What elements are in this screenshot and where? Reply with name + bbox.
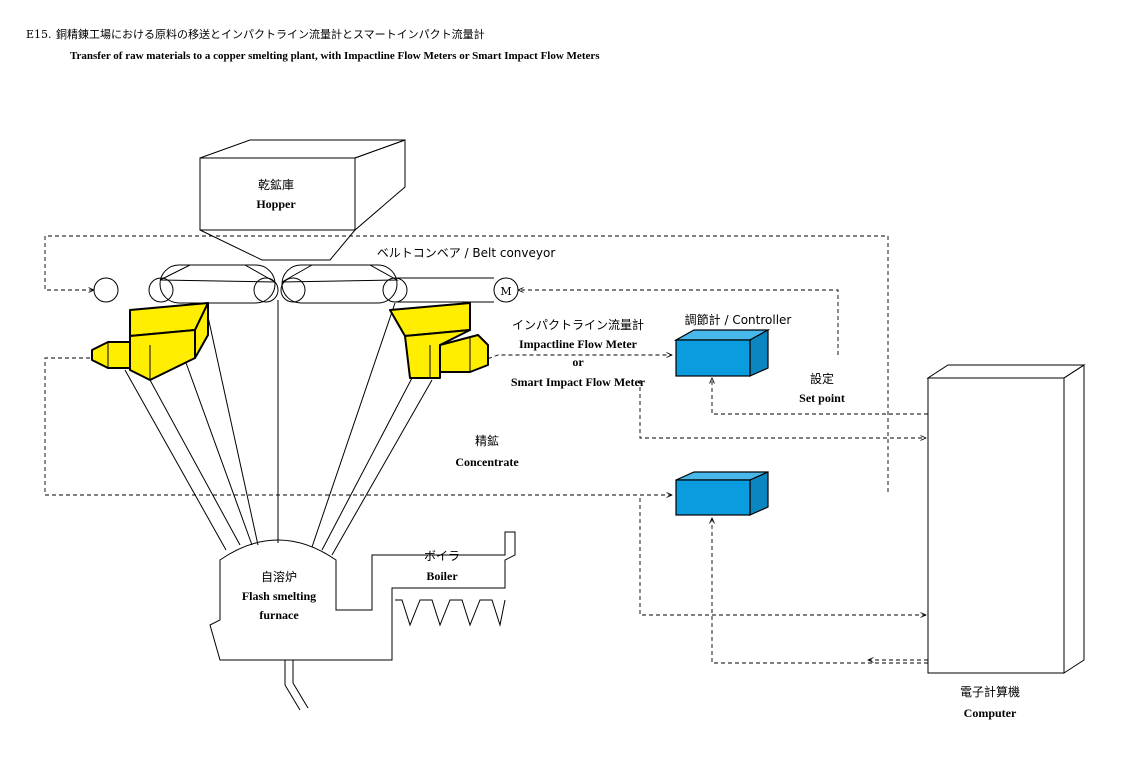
feed-lines bbox=[124, 300, 433, 556]
meter-signal-lower bbox=[44, 357, 672, 495]
furnace-label-jp: 自溶炉 bbox=[261, 569, 297, 584]
flow-meter-label-en1: Impactline Flow Meter bbox=[519, 337, 638, 351]
hopper bbox=[199, 139, 406, 261]
hopper-label-jp: 乾鉱庫 bbox=[258, 177, 294, 192]
concentrate-label-jp: 精鉱 bbox=[475, 433, 499, 448]
figure-code: E15. bbox=[26, 28, 52, 41]
meter-signal-upper bbox=[488, 355, 672, 359]
computer-label-en: Computer bbox=[964, 706, 1017, 720]
conveyor-control-loop bbox=[44, 235, 889, 492]
belt-conveyor bbox=[93, 264, 494, 304]
motor-signal-line bbox=[518, 290, 839, 355]
flow-meter-label-or: or bbox=[572, 355, 584, 369]
computer-label-jp: 電子計算機 bbox=[960, 684, 1020, 699]
belt-conveyor-label: ベルトコンベア / Belt conveyor bbox=[377, 246, 556, 260]
furnace-label-en1: Flash smelting bbox=[242, 589, 316, 603]
hopper-label-en: Hopper bbox=[256, 197, 296, 211]
flow-meter-label-jp: インパクトライン流量計 bbox=[512, 317, 644, 332]
controller-lower bbox=[675, 471, 769, 516]
impact-flow-meter-left bbox=[91, 302, 209, 381]
boiler-label-en: Boiler bbox=[426, 569, 458, 583]
concentrate-label-en: Concentrate bbox=[455, 455, 519, 469]
data-line-lower bbox=[639, 498, 926, 615]
controller-label: 調節計 / Controller bbox=[685, 312, 792, 327]
data-line-upper bbox=[639, 380, 926, 438]
boiler-label-jp: ボイラ bbox=[424, 549, 460, 563]
set-point-label-en: Set point bbox=[799, 391, 845, 405]
figure-title-jp: 銅精錬工場における原料の移送とインパクトライン流量計とスマートインパクト流量計 bbox=[56, 27, 485, 41]
set-point-label-jp: 設定 bbox=[810, 371, 834, 386]
setpoint-line-lower bbox=[712, 518, 928, 664]
setpoint-line-upper bbox=[712, 378, 928, 415]
impact-flow-meter-right bbox=[389, 302, 489, 379]
computer-cabinet bbox=[926, 364, 1086, 674]
figure-title-en: Transfer of raw materials to a copper sm… bbox=[70, 50, 600, 62]
motor-label: M bbox=[500, 285, 511, 298]
flow-meter-label-en2: Smart Impact Flow Meter bbox=[511, 375, 646, 389]
motor-symbol bbox=[493, 277, 519, 303]
controller-upper bbox=[673, 328, 771, 377]
flash-smelting-furnace bbox=[209, 531, 516, 711]
furnace-label-en2: furnace bbox=[259, 608, 299, 622]
